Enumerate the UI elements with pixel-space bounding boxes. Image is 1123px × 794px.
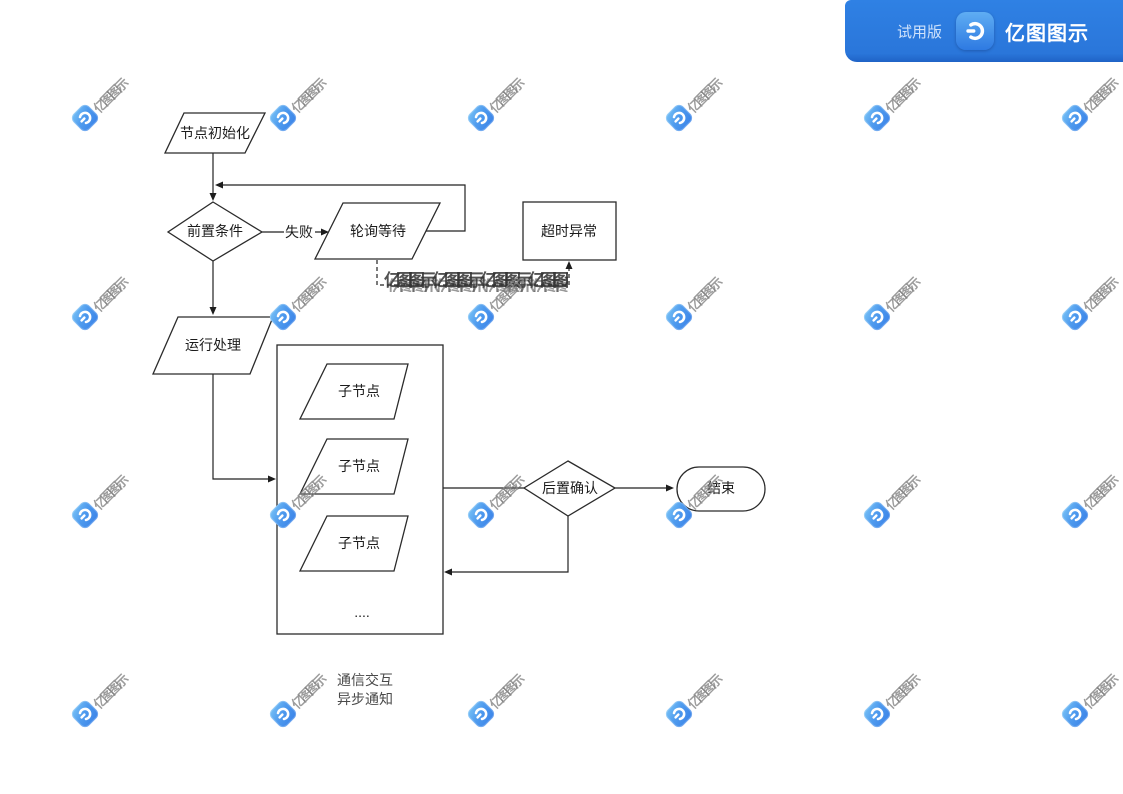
node-child-2[interactable]: 子节点 [298,438,409,495]
node-poll-wait[interactable]: 轮询等待 [313,202,442,260]
fail-label: 失败 [285,224,313,240]
node-end[interactable]: 结束 [676,466,766,512]
connector-postconfirm-back-to-container [447,516,569,573]
connectors [209,153,674,576]
node-child-3[interactable]: 子节点 [298,515,409,572]
connector-run-to-container [212,374,273,480]
node-timeout-label: 超时异常 [541,223,597,239]
edraw-app-logo-icon [956,12,995,50]
note-line-1: 通信交互 [337,672,393,688]
node-end-label: 结束 [707,480,735,496]
node-post-confirm[interactable]: 后置确认 [522,460,617,517]
node-child-3-label: 子节点 [338,535,380,551]
node-child-2-label: 子节点 [338,458,380,474]
node-init-label: 节点初始化 [180,125,250,141]
connector-pollwait-feedback [217,184,466,232]
node-precondition[interactable]: 前置条件 [166,201,264,262]
node-post-confirm-label: 后置确认 [542,480,598,496]
note-line-2: 异步通知 [337,691,393,707]
edge-label-fail[interactable]: 失败 [284,222,315,241]
node-init[interactable]: 节点初始化 [163,112,267,154]
trial-badge[interactable]: 试用版 亿图图示 [845,0,1123,62]
brand-name: 亿图图示 [1005,22,1090,45]
node-timeout[interactable]: 超时异常 [522,201,617,261]
ellipsis-text: .... [354,604,370,620]
node-child-1-label: 子节点 [338,383,380,399]
node-precondition-label: 前置条件 [187,223,243,239]
annotation-notes: 通信交互 异步通知 [337,671,393,709]
node-run[interactable]: 运行处理 [152,316,274,375]
node-child-1[interactable]: 子节点 [298,363,409,420]
connector-pollwait-to-timeout-dashed [376,260,570,286]
node-poll-wait-label: 轮询等待 [350,223,406,239]
node-run-label: 运行处理 [185,337,241,353]
trial-label: 试用版 [897,23,943,41]
